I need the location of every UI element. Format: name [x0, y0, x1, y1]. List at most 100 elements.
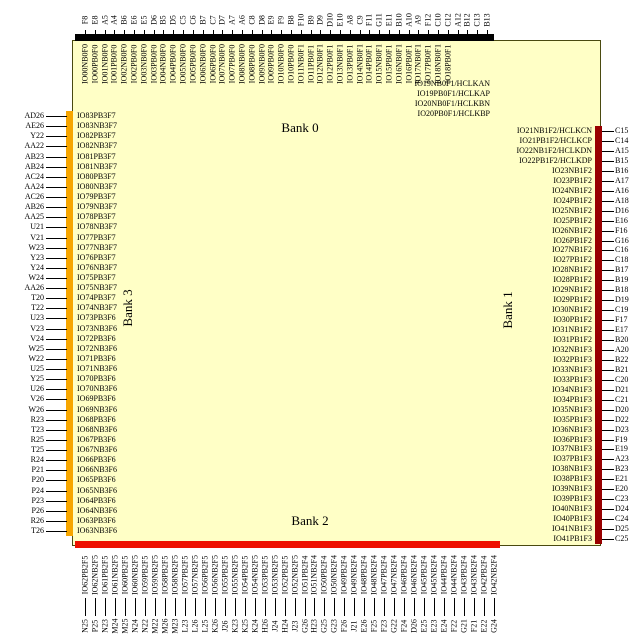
- pin-ball-label: AB26: [24, 202, 44, 212]
- pin-lead: [46, 429, 67, 431]
- pin-lead: [602, 200, 614, 202]
- pin-signal-label: IO78PB3F7: [77, 212, 116, 222]
- pin-lead: [46, 389, 67, 391]
- pin-lead: [602, 320, 614, 322]
- pin-signal-label: IO35NB1F3: [551, 404, 592, 414]
- pin-signal-label: IO44PB2F4: [439, 555, 449, 595]
- pin-lead: [602, 170, 614, 172]
- pin-signal-label: IO72NB3F6: [77, 343, 118, 353]
- pin-signal-label: IO29NB1F2: [551, 285, 592, 295]
- pin-ball-label: N22: [140, 619, 150, 633]
- pin-ball-label: F24: [399, 619, 409, 633]
- pin-lead: [354, 598, 356, 616]
- pin-lead: [241, 30, 243, 40]
- pin-ball-label: C6: [188, 15, 198, 25]
- pin-ball-label: F23: [379, 619, 389, 633]
- pin-ball-label: E19: [615, 444, 628, 454]
- pin-signal-label: IO60NB2F5: [130, 554, 140, 596]
- pin-signal-label: IO50PB2F4: [319, 555, 329, 595]
- pin-ball-label: F16: [615, 225, 628, 235]
- pin-lead: [602, 260, 614, 262]
- pin-signal-label: IO50NB2F4: [329, 554, 339, 596]
- pin-lead: [457, 30, 459, 40]
- pin-signal-label: IO08PB0F0: [247, 44, 257, 84]
- pin-signal-label: IO30NB1F2: [551, 305, 592, 315]
- pin-signal-label: IO81NB3F7: [77, 161, 118, 171]
- pin-ball-label: G25: [319, 619, 329, 633]
- pin-signal-label: IO79PB3F7: [77, 192, 116, 201]
- pin-lead: [174, 598, 176, 616]
- pin-signal-label: IO67NB3F6: [77, 445, 118, 454]
- pin-lead: [46, 500, 67, 502]
- pin-lead: [602, 419, 614, 421]
- pin-lead: [602, 230, 614, 232]
- pin-signal-label: IO56PB2F5: [200, 555, 210, 595]
- pin-ball-label: B16: [615, 165, 629, 175]
- pin-lead: [204, 598, 206, 616]
- pin-lead: [144, 598, 146, 616]
- pin-ball-label: A23: [615, 454, 629, 464]
- pin-lead: [324, 598, 326, 616]
- pin-ball-label: AB24: [24, 161, 44, 171]
- pin-ball-label: B23: [615, 464, 629, 474]
- pin-ball-label: P26: [31, 505, 44, 515]
- pin-signal-label: IO16NB0F1: [394, 43, 404, 85]
- pin-ball-label: R26: [30, 515, 44, 525]
- pin-ball-label: P21: [31, 465, 44, 475]
- pin-ball-label: E23: [429, 619, 439, 633]
- pin-lead: [602, 349, 614, 351]
- pin-lead: [602, 220, 614, 222]
- pin-lead: [408, 30, 410, 40]
- pin-ball-label: A10: [404, 13, 414, 27]
- pin-lead: [46, 176, 67, 178]
- pin-lead: [46, 439, 67, 441]
- pin-lead: [46, 197, 67, 198]
- pin-lead: [454, 598, 456, 616]
- pin-ball-label: M24: [110, 618, 120, 634]
- pin-lead: [602, 459, 614, 461]
- pin-signal-label: IO05NB0F0: [178, 43, 188, 85]
- pin-ball-label: C18: [615, 255, 629, 265]
- pin-lead: [314, 598, 316, 616]
- pin-lead: [274, 598, 276, 616]
- pin-signal-label: IO29PB1F2: [553, 295, 592, 305]
- pin-signal-label: IO21PB1F2/HCLKCP: [519, 136, 592, 145]
- pin-signal-label: IO13PB0F1: [345, 44, 355, 84]
- pin-lead: [418, 30, 420, 40]
- pin-signal-label: IO47NB2F4: [389, 554, 399, 596]
- pin-lead: [602, 469, 614, 471]
- pin-signal-label: IO26NB1F2: [551, 225, 592, 235]
- pin-lead: [424, 598, 426, 616]
- pin-lead: [379, 30, 381, 40]
- pin-signal-label: IO70PB3F6: [77, 374, 116, 384]
- pin-signal-label: IO24PB1F2: [553, 195, 592, 205]
- pin-lead: [46, 186, 67, 188]
- pin-ball-label: L23: [180, 619, 190, 633]
- pin-signal-label: IO36PB1F3: [553, 434, 592, 444]
- pin-lead: [602, 499, 614, 501]
- pin-lead: [46, 531, 67, 532]
- pin-lead: [602, 270, 614, 272]
- pin-ball-label: D21: [615, 384, 629, 394]
- pin-lead: [46, 288, 67, 290]
- pin-lead: [222, 30, 224, 40]
- pin-lead: [94, 30, 96, 40]
- pin-ball-label: H23: [309, 619, 319, 633]
- pin-signal-label: IO74NB3F7: [77, 303, 118, 313]
- bank-0-color-bar: [75, 34, 494, 41]
- pin-signal-label: IO65PB3F6: [77, 475, 116, 485]
- pin-signal-label: IO51NB2F4: [309, 554, 319, 596]
- pin-lead: [602, 449, 614, 451]
- chip-package-body: [72, 40, 601, 546]
- pin-lead: [467, 30, 469, 40]
- pin-signal-label: IO83PB3F7: [77, 111, 116, 120]
- pin-ball-label: U26: [30, 384, 44, 394]
- pin-lead: [602, 160, 614, 162]
- pin-lead: [602, 340, 614, 341]
- pin-lead: [271, 30, 273, 40]
- pin-ball-label: AC26: [24, 192, 44, 201]
- pin-signal-label: IO60PB2F5: [120, 555, 130, 595]
- pin-lead: [300, 30, 302, 40]
